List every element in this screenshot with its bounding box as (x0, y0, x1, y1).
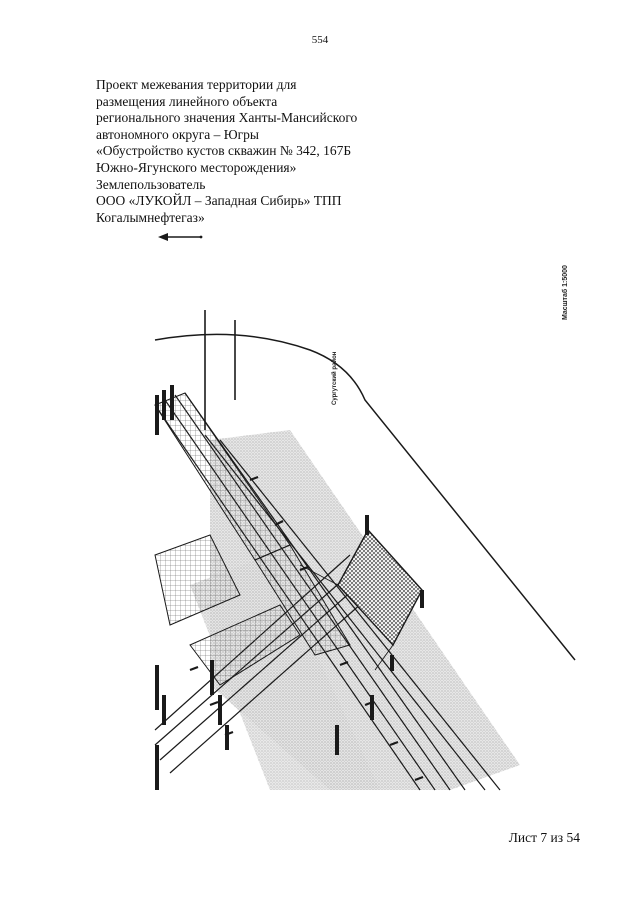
title-block: Проект межевания территории для размещен… (96, 77, 396, 226)
title-line: «Обустройство кустов скважин № 342, 167Б (96, 143, 352, 159)
title-line: Когалымнефтегаз» (96, 209, 205, 225)
sheet-label: Лист 7 из 54 (508, 830, 580, 845)
hatched-strip (154, 534, 241, 626)
district-label: Сургутский район (332, 351, 338, 405)
title-line: автономного округа – Югры (96, 126, 259, 142)
map-area (150, 225, 590, 800)
map-drawing (154, 310, 576, 791)
title-line: регионального значения Ханты-Мансийского (96, 110, 358, 126)
title-line: размещения линейного объекта (96, 93, 278, 109)
north-arrow-icon (158, 233, 203, 241)
title-line: ООО «ЛУКОЙЛ – Западная Сибирь» ТПП (96, 193, 342, 209)
title-line: Землепользователь (96, 176, 206, 192)
coordinate-labels (155, 385, 424, 790)
tick-markers (189, 475, 424, 782)
title-line: Южно-Ягунского месторождения» (96, 159, 297, 175)
page-number: 554 (311, 34, 329, 46)
district-boundary (154, 333, 576, 661)
hatched-strip (254, 544, 351, 656)
boundary-markers (204, 310, 236, 430)
title-line: Проект межевания территории для (96, 77, 297, 92)
gray-corridor-lower (190, 555, 380, 790)
